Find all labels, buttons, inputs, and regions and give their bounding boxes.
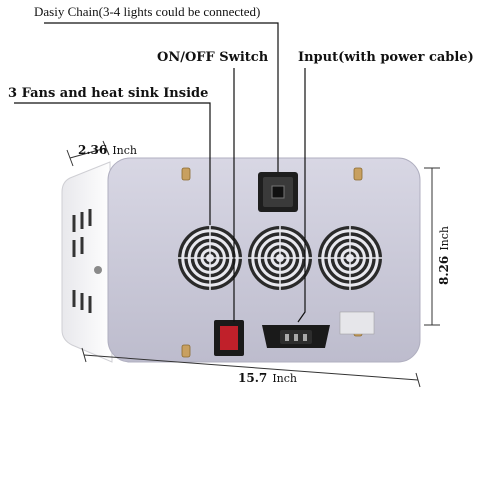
power-input-socket <box>262 325 330 348</box>
height-unit: Inch <box>438 225 452 251</box>
housing-side <box>61 161 113 363</box>
spec-label-sticker <box>339 311 375 335</box>
fans-group <box>178 226 382 290</box>
fans-label: 3 Fans and heat sink Inside <box>8 86 209 101</box>
side-screw <box>94 266 102 274</box>
height-value: 8.26 <box>437 255 452 286</box>
depth-dimension: 2.36 Inch <box>78 139 137 158</box>
callout-lines <box>14 22 306 323</box>
daisy-chain-label: Dasiy Chain(3-4 lights could be connecte… <box>34 4 261 19</box>
width-unit: Inch <box>272 372 298 385</box>
height-dimension: 8.26 Inch <box>433 226 452 285</box>
daisy-chain-socket <box>258 172 298 212</box>
dimension-lines <box>66 140 440 388</box>
on-off-switch-label: ON/OFF Switch <box>157 50 269 65</box>
side-vents <box>72 209 92 313</box>
depth-unit: Inch <box>112 144 138 157</box>
input-label: Input(with power cable) <box>298 50 474 65</box>
width-value: 15.7 <box>238 371 268 385</box>
fan-1 <box>178 226 242 290</box>
fan-3 <box>318 226 382 290</box>
fan-2 <box>248 226 312 290</box>
on-off-switch <box>214 320 244 356</box>
width-dimension: 15.7 Inch <box>238 367 297 386</box>
depth-value: 2.36 <box>78 143 108 157</box>
